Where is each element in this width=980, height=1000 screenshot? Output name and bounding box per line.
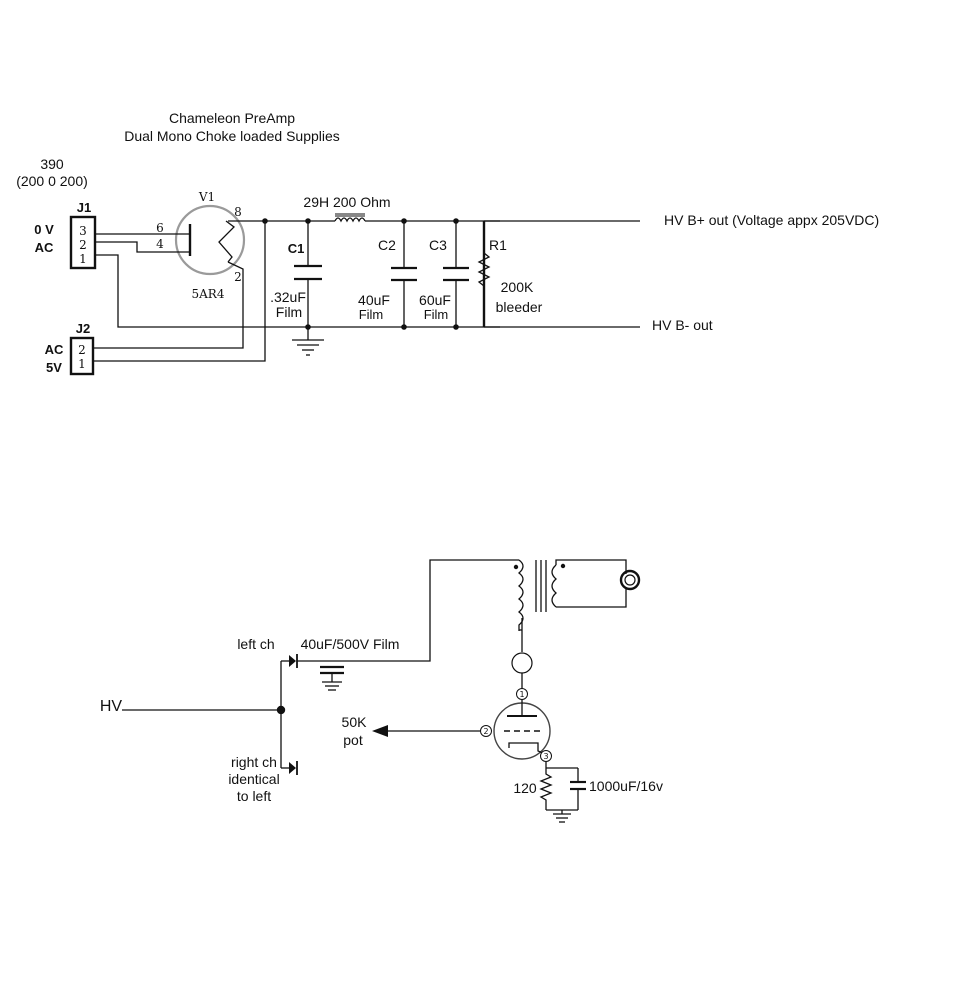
coupling-cap-label: 40uF/500V Film [301, 636, 400, 652]
j1-name: J1 [77, 200, 91, 215]
pot-arrow-head [372, 725, 388, 737]
secondary-winding [551, 564, 557, 608]
triode-pin-3: 3 [543, 752, 548, 761]
diode-right [281, 761, 298, 775]
c3-name: C3 [429, 237, 447, 253]
j1-pin-2: 2 [79, 238, 87, 252]
v1-pin-6: 6 [156, 221, 164, 235]
triode-pin-1: 1 [519, 690, 524, 699]
coupling-capacitor [320, 665, 344, 691]
r1-name: R1 [489, 237, 507, 253]
v1-pin-2: 2 [234, 270, 242, 284]
j1-body [69, 215, 97, 270]
c3-value: 60uF [419, 292, 451, 308]
wiring-j2 [93, 221, 266, 362]
pot-label-1: 50K [342, 714, 368, 730]
triode-pin-2: 2 [483, 727, 488, 736]
speaker-jack [619, 569, 641, 591]
v1-type: 5AR4 [192, 287, 225, 301]
transformer-rating: (200 0 200) [16, 173, 88, 189]
v1-envelope [174, 204, 246, 276]
v1-pin-8: 8 [234, 205, 242, 219]
c2-kind: Film [359, 307, 384, 322]
j2-body [69, 336, 95, 376]
connector-j1: J1 3 2 1 0 V AC [34, 200, 97, 270]
output-stage: HV left ch right ch identical to left [100, 559, 663, 823]
right-ch-label-3: to left [237, 788, 271, 804]
choke-coil [334, 217, 366, 223]
right-ch-label-2: identical [228, 771, 279, 787]
primary-winding [517, 559, 524, 631]
j1-pin-3: 3 [79, 224, 87, 238]
r1-zigzag [477, 252, 491, 287]
output-bplus: HV B+ out (Voltage appx 205VDC) [664, 212, 879, 228]
cathode-network: 120 1000uF/16v [513, 761, 663, 823]
c3-kind: Film [424, 307, 449, 322]
wire-to-transformer [318, 559, 519, 662]
triode-tube: 1 2 3 [480, 688, 552, 762]
c2-name: C2 [378, 237, 396, 253]
wire-j1-pin2 [95, 241, 190, 253]
j2-pin-2: 2 [78, 343, 86, 357]
hv-label: HV [100, 698, 123, 715]
c1-value: .32uF [270, 289, 306, 305]
plate-load-circle [511, 652, 533, 674]
j2-pin-1: 1 [78, 357, 86, 371]
title-line-1: Chameleon PreAmp [169, 110, 295, 126]
transformer-model: 390 [40, 156, 64, 172]
c2-value: 40uF [358, 292, 390, 308]
ground-symbol-psu [292, 339, 324, 356]
wire-j1-pin1 [95, 254, 640, 328]
output-bminus: HV B- out [652, 317, 713, 333]
triode-cathode [508, 742, 546, 755]
cathode-resistor [539, 768, 553, 810]
j2-label-5v: 5V [46, 360, 62, 375]
j2-name: J2 [76, 321, 90, 336]
v1-name: V1 [198, 190, 215, 204]
cathode-cap-label: 1000uF/16v [589, 778, 663, 794]
title-line-2: Dual Mono Choke loaded Supplies [124, 128, 340, 144]
cathode-res-label: 120 [513, 780, 537, 796]
v1-pin-4: 4 [156, 237, 164, 251]
capacitor-c2: C2 40uF Film [358, 221, 417, 327]
wiring-j1 [95, 233, 640, 328]
j1-pin-1: 1 [79, 252, 87, 266]
choke-label: 29H 200 Ohm [303, 194, 390, 210]
node-265 [262, 218, 268, 224]
v1-cathode [218, 220, 235, 263]
capacitor-c3: C3 60uF Film [419, 221, 469, 327]
capacitor-c1: C1 .32uF Film [270, 221, 322, 340]
j2-label-ac: AC [45, 342, 64, 357]
left-ch-label: left ch [237, 636, 274, 652]
connector-j2: J2 2 1 AC 5V [45, 321, 95, 376]
output-transformer [513, 559, 641, 652]
j1-label-0v: 0 V [34, 222, 54, 237]
right-ch-label-1: right ch [231, 754, 277, 770]
rectifier-v1: V1 5AR4 6 4 8 2 [156, 190, 246, 301]
r1-value: 200K [501, 279, 534, 295]
j1-label-ac: AC [35, 240, 54, 255]
bplus-rail: 29H 200 Ohm HV B+ out (Voltage appx 205V… [228, 194, 879, 333]
wire-j2-pin2 [93, 261, 244, 349]
r1-kind: bleeder [496, 299, 543, 315]
wire-j2-pin1 [93, 221, 266, 362]
diode-left [281, 654, 318, 668]
c1-kind: Film [276, 304, 302, 320]
c1-name: C1 [288, 241, 305, 256]
resistor-r1: R1 200K bleeder [477, 220, 543, 328]
pot-label-2: pot [343, 732, 363, 748]
